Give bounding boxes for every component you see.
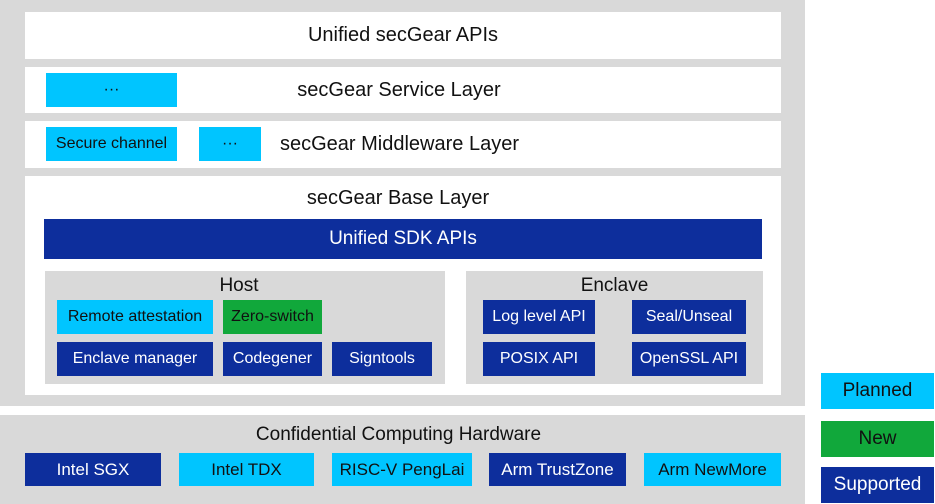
middleware-layer: Secure channel ··· secGear Middleware La…	[25, 121, 781, 168]
openssl-api-box: OpenSSL API	[632, 342, 746, 376]
service-layer: ··· secGear Service Layer	[25, 67, 781, 113]
legend-supported: Supported	[821, 467, 934, 503]
enclave-title: Enclave	[580, 275, 649, 296]
legend-planned: Planned	[821, 373, 934, 409]
base-layer: secGear Base Layer Unified SDK APIs Host…	[25, 176, 781, 395]
hardware-layer: Confidential Computing Hardware Intel SG…	[0, 415, 805, 504]
arm-trustzone-box: Arm TrustZone	[489, 453, 626, 486]
intel-sgx-box: Intel SGX	[25, 453, 161, 486]
remote-attestation-box: Remote attestation	[57, 300, 213, 334]
service-layer-title: secGear Service Layer	[297, 78, 501, 101]
host-panel: Host Remote attestation Zero-switch Encl…	[45, 271, 445, 384]
intel-tdx-box: Intel TDX	[179, 453, 314, 486]
zero-switch-box: Zero-switch	[223, 300, 322, 334]
enclave-panel: Enclave Log level API Seal/Unseal POSIX …	[466, 271, 763, 384]
host-title: Host	[219, 275, 259, 296]
signtools-box: Signtools	[332, 342, 432, 376]
arm-newmore-box: Arm NewMore	[644, 453, 781, 486]
service-item-ellipsis: ···	[46, 73, 177, 107]
unified-sdk-apis: Unified SDK APIs	[44, 219, 762, 259]
middleware-item-ellipsis: ···	[199, 127, 261, 161]
seal-unseal-box: Seal/Unseal	[632, 300, 746, 334]
log-level-api-box: Log level API	[483, 300, 595, 334]
hardware-title: Confidential Computing Hardware	[255, 424, 542, 445]
posix-api-box: POSIX API	[483, 342, 595, 376]
risc-v-penglai-box: RISC-V PengLai	[332, 453, 472, 486]
middleware-layer-title: secGear Middleware Layer	[280, 133, 519, 155]
middleware-item-secure-channel: Secure channel	[46, 127, 177, 161]
codegener-box: Codegener	[223, 342, 322, 376]
legend-new: New	[821, 421, 934, 457]
base-layer-title: secGear Base Layer	[306, 186, 490, 209]
enclave-manager-box: Enclave manager	[57, 342, 213, 376]
unified-secgear-apis: Unified secGear APIs	[25, 12, 781, 59]
